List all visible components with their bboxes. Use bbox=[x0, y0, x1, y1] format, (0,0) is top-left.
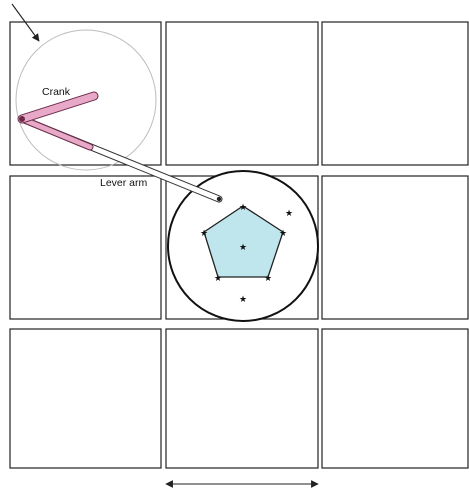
panel-r2-c1 bbox=[10, 176, 161, 319]
star-marker: ★ bbox=[214, 274, 222, 284]
star-marker: ★ bbox=[285, 209, 293, 219]
panel-r3-c3 bbox=[322, 329, 468, 468]
star-marker: ★ bbox=[200, 229, 208, 239]
panel-r3-c2 bbox=[166, 329, 318, 468]
crank-label: Crank bbox=[42, 86, 71, 98]
panel-r1-c3 bbox=[322, 22, 468, 165]
panel-r3-c1 bbox=[10, 329, 161, 468]
star-marker: ★ bbox=[239, 203, 247, 213]
panel-r2-c3 bbox=[322, 176, 468, 319]
star-marker: ★ bbox=[239, 295, 247, 305]
star-marker: ★ bbox=[264, 274, 272, 284]
panel-r1-c2 bbox=[166, 22, 318, 165]
lever-arm-label: Lever arm bbox=[100, 177, 148, 189]
star-marker: ★ bbox=[239, 243, 247, 253]
star-marker: ★ bbox=[279, 229, 287, 239]
